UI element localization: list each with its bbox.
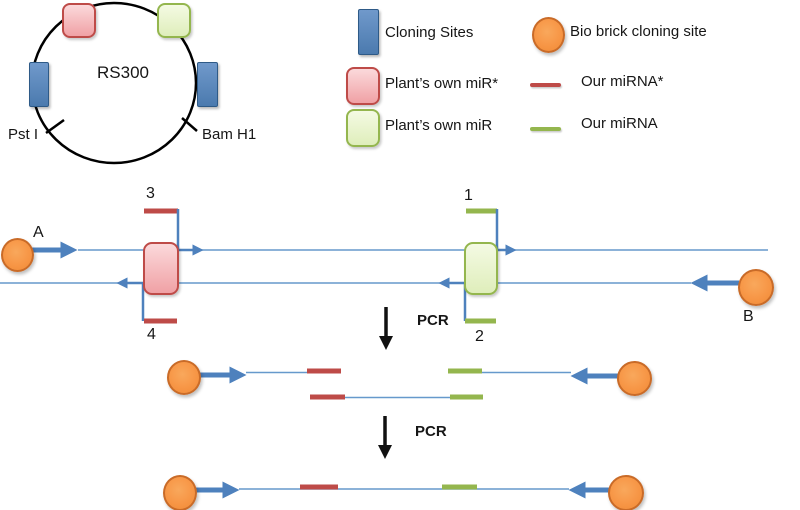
legend-plant-mir-star-swatch xyxy=(346,67,380,105)
legend-cloning-sites-swatch xyxy=(358,9,379,55)
primer-3-label: 3 xyxy=(146,185,155,202)
bio-brick-site-a xyxy=(1,238,34,272)
bamh1-label: Bam H1 xyxy=(202,126,257,143)
legend-bio-brick-label: Bio brick cloning site xyxy=(570,23,707,40)
final-left-bio-brick xyxy=(163,475,197,510)
product-right-bio-brick xyxy=(617,361,652,396)
product-left-bio-brick xyxy=(167,360,201,395)
psti-tick-mark xyxy=(45,118,65,135)
template-mir-star-box xyxy=(143,242,179,295)
primer-2-label: 2 xyxy=(475,328,484,345)
primer-b-label: B xyxy=(743,308,754,325)
bamh1-tick-mark xyxy=(181,117,198,132)
bio-brick-site-b xyxy=(738,269,774,306)
plasmid-cloning-site-left xyxy=(29,62,49,107)
pcr-step-1-label: PCR xyxy=(417,312,449,329)
plasmid-mir-star-box xyxy=(62,3,96,38)
legend-cloning-sites-label: Cloning Sites xyxy=(385,24,474,41)
legend-our-mirna-star-swatch xyxy=(530,83,561,87)
plasmid-name: RS300 xyxy=(97,63,149,82)
primer-4-label: 4 xyxy=(147,326,156,343)
legend-our-mirna-swatch xyxy=(530,127,561,131)
template-mir-box xyxy=(464,242,498,295)
legend-plant-mir-label: Plant’s own miR xyxy=(385,117,493,134)
psti-label: Pst I xyxy=(8,126,39,143)
legend-our-mirna-star-label: Our miRNA* xyxy=(581,73,664,90)
legend-plant-mir-swatch xyxy=(346,109,380,147)
legend-our-mirna-label: Our miRNA xyxy=(581,115,658,132)
legend-bio-brick-swatch xyxy=(532,17,565,53)
plasmid-mir-box xyxy=(157,3,191,38)
legend-plant-mir-star-label: Plant’s own miR* xyxy=(385,75,499,92)
final-right-bio-brick xyxy=(608,475,644,510)
primer-a-label: A xyxy=(33,224,44,241)
plasmid-cloning-site-right xyxy=(197,62,218,107)
pcr-step-2-label: PCR xyxy=(415,423,447,440)
primer-1-label: 1 xyxy=(464,187,473,204)
